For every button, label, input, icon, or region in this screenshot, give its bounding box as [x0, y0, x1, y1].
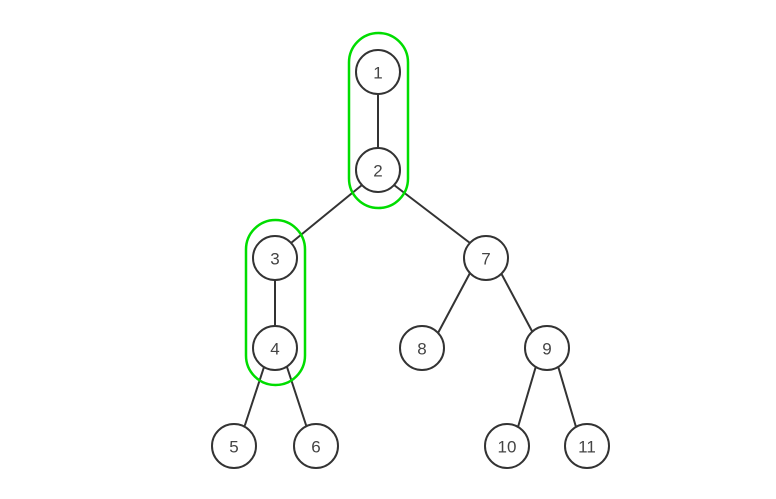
tree-edge-n7-n8: [437, 272, 471, 334]
highlight-capsule-n1-n2: [347, 31, 410, 210]
node-label-7: 7: [481, 250, 490, 269]
edges-layer: [244, 93, 577, 428]
tree-node-4[interactable]: 4: [252, 325, 298, 371]
tree-edge-n9-n10: [517, 365, 537, 428]
node-circle-11[interactable]: [564, 423, 610, 469]
tree-node-1[interactable]: 1: [355, 49, 401, 95]
highlights-layer: [244, 31, 410, 387]
node-circle-6[interactable]: [293, 423, 339, 469]
node-circle-8[interactable]: [399, 325, 445, 371]
tree-node-8[interactable]: 8: [399, 325, 445, 371]
tree-node-6[interactable]: 6: [293, 423, 339, 469]
tree-edge-n9-n11: [557, 365, 577, 428]
tree-node-9[interactable]: 9: [524, 325, 570, 371]
node-label-9: 9: [542, 340, 551, 359]
tree-edge-n2-n7: [393, 184, 471, 244]
node-label-10: 10: [498, 438, 517, 457]
node-label-11: 11: [578, 438, 596, 457]
node-circle-1[interactable]: [355, 49, 401, 95]
node-label-2: 2: [373, 162, 382, 181]
nodes-layer: 1 2 3 4 5 6 7 8 9 10 11: [211, 49, 610, 469]
node-label-8: 8: [417, 340, 426, 359]
tree-node-3[interactable]: 3: [252, 235, 298, 281]
node-label-6: 6: [311, 438, 320, 457]
tree-edge-n7-n9: [500, 272, 534, 334]
node-circle-2[interactable]: [355, 147, 401, 193]
tree-node-11[interactable]: 11: [564, 423, 610, 469]
node-circle-3[interactable]: [252, 235, 298, 281]
node-label-3: 3: [270, 250, 279, 269]
node-circle-4[interactable]: [252, 325, 298, 371]
tree-node-5[interactable]: 5: [211, 423, 257, 469]
tree-edge-n2-n3: [290, 184, 363, 244]
tree-node-7[interactable]: 7: [463, 235, 509, 281]
node-circle-7[interactable]: [463, 235, 509, 281]
tree-node-10[interactable]: 10: [484, 423, 530, 469]
node-label-1: 1: [373, 64, 382, 83]
node-circle-5[interactable]: [211, 423, 257, 469]
node-label-5: 5: [229, 438, 238, 457]
node-circle-10[interactable]: [484, 423, 530, 469]
tree-edge-n4-n5: [244, 366, 265, 426]
node-label-4: 4: [270, 340, 279, 359]
node-circle-9[interactable]: [524, 325, 570, 371]
highlight-capsule-n3-n4: [244, 218, 307, 387]
tree-edge-n4-n6: [286, 366, 307, 426]
tree-node-2[interactable]: 2: [355, 147, 401, 193]
